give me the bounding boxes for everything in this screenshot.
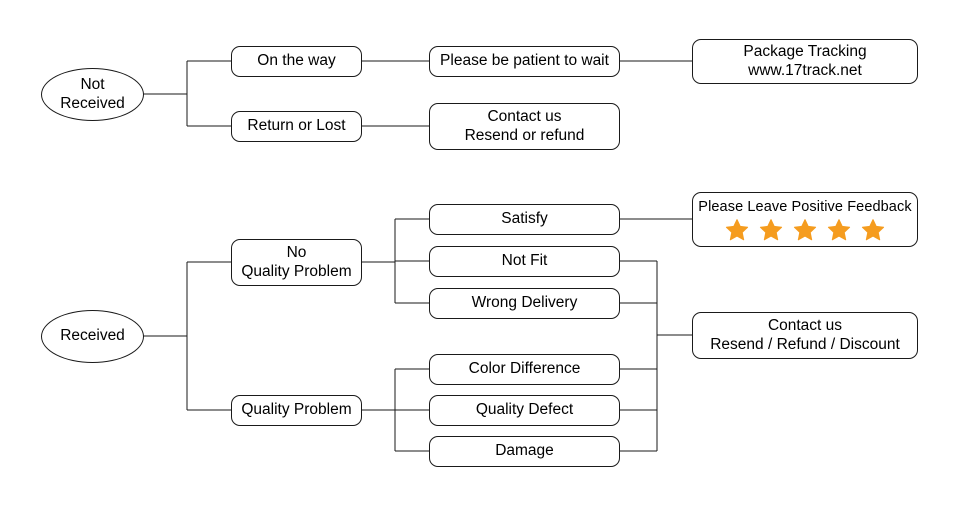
node-package-tracking-label: Package Tracking www.17track.net (743, 43, 867, 79)
node-damage[interactable]: Damage (429, 436, 620, 467)
node-quality-problem[interactable]: Quality Problem (231, 395, 362, 426)
star-icon[interactable] (725, 218, 749, 242)
node-contact-resend-refund[interactable]: Contact us Resend or refund (429, 103, 620, 150)
star-icon[interactable] (827, 218, 851, 242)
node-color-difference[interactable]: Color Difference (429, 354, 620, 385)
node-not-received[interactable]: Not Received (41, 68, 144, 121)
node-on-the-way[interactable]: On the way (231, 46, 362, 77)
node-contact-resend-refund-discount-label: Contact us Resend / Refund / Discount (710, 317, 900, 353)
node-satisfy[interactable]: Satisfy (429, 204, 620, 235)
node-received-label: Received (60, 327, 125, 345)
node-not-fit-label: Not Fit (501, 252, 548, 270)
node-quality-defect-label: Quality Defect (475, 401, 574, 419)
node-satisfy-label: Satisfy (501, 210, 548, 228)
node-damage-label: Damage (495, 442, 554, 460)
star-icon[interactable] (793, 218, 817, 242)
node-return-or-lost[interactable]: Return or Lost (231, 111, 362, 142)
node-please-be-patient[interactable]: Please be patient to wait (429, 46, 620, 77)
star-rating[interactable] (725, 218, 885, 242)
star-icon[interactable] (861, 218, 885, 242)
node-color-difference-label: Color Difference (468, 360, 581, 378)
node-no-quality-problem[interactable]: No Quality Problem (231, 239, 362, 286)
node-received[interactable]: Received (41, 310, 144, 363)
node-return-or-lost-label: Return or Lost (247, 117, 346, 135)
node-please-be-patient-label: Please be patient to wait (440, 52, 609, 70)
node-wrong-delivery[interactable]: Wrong Delivery (429, 288, 620, 319)
node-not-fit[interactable]: Not Fit (429, 246, 620, 277)
node-no-quality-problem-label: No Quality Problem (241, 244, 352, 280)
node-quality-problem-label: Quality Problem (241, 401, 352, 419)
node-quality-defect[interactable]: Quality Defect (429, 395, 620, 426)
node-not-received-label: Not Received (60, 76, 125, 112)
star-icon[interactable] (759, 218, 783, 242)
node-wrong-delivery-label: Wrong Delivery (471, 294, 578, 312)
node-package-tracking[interactable]: Package Tracking www.17track.net (692, 39, 918, 84)
node-on-the-way-label: On the way (257, 52, 336, 70)
node-contact-resend-refund-discount[interactable]: Contact us Resend / Refund / Discount (692, 312, 918, 359)
node-positive-feedback[interactable]: Please Leave Positive Feedback (692, 192, 918, 247)
node-positive-feedback-label: Please Leave Positive Feedback (698, 198, 912, 215)
node-contact-resend-refund-label: Contact us Resend or refund (464, 108, 585, 144)
